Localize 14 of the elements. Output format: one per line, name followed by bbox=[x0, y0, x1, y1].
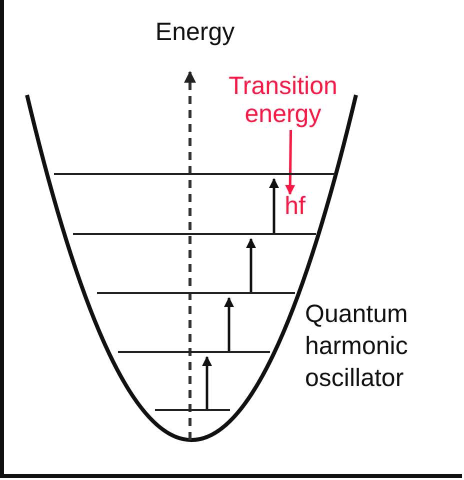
arrow bbox=[269, 178, 279, 233]
energy-level-line bbox=[97, 292, 295, 294]
annotation-text: Transition energy bbox=[205, 72, 361, 128]
curve-label: Quantum harmonic oscillator bbox=[305, 299, 409, 394]
arrow bbox=[202, 356, 212, 409]
arrow bbox=[224, 297, 234, 351]
arrow bbox=[246, 238, 256, 292]
energy-level-line bbox=[54, 173, 335, 175]
arrow bbox=[285, 130, 296, 195]
axis-label: Energy bbox=[154, 18, 236, 46]
symbol-label: hf bbox=[280, 192, 310, 220]
energy-level-line bbox=[155, 409, 230, 411]
energy-level-line bbox=[118, 351, 270, 353]
energy-level-line bbox=[73, 233, 316, 235]
